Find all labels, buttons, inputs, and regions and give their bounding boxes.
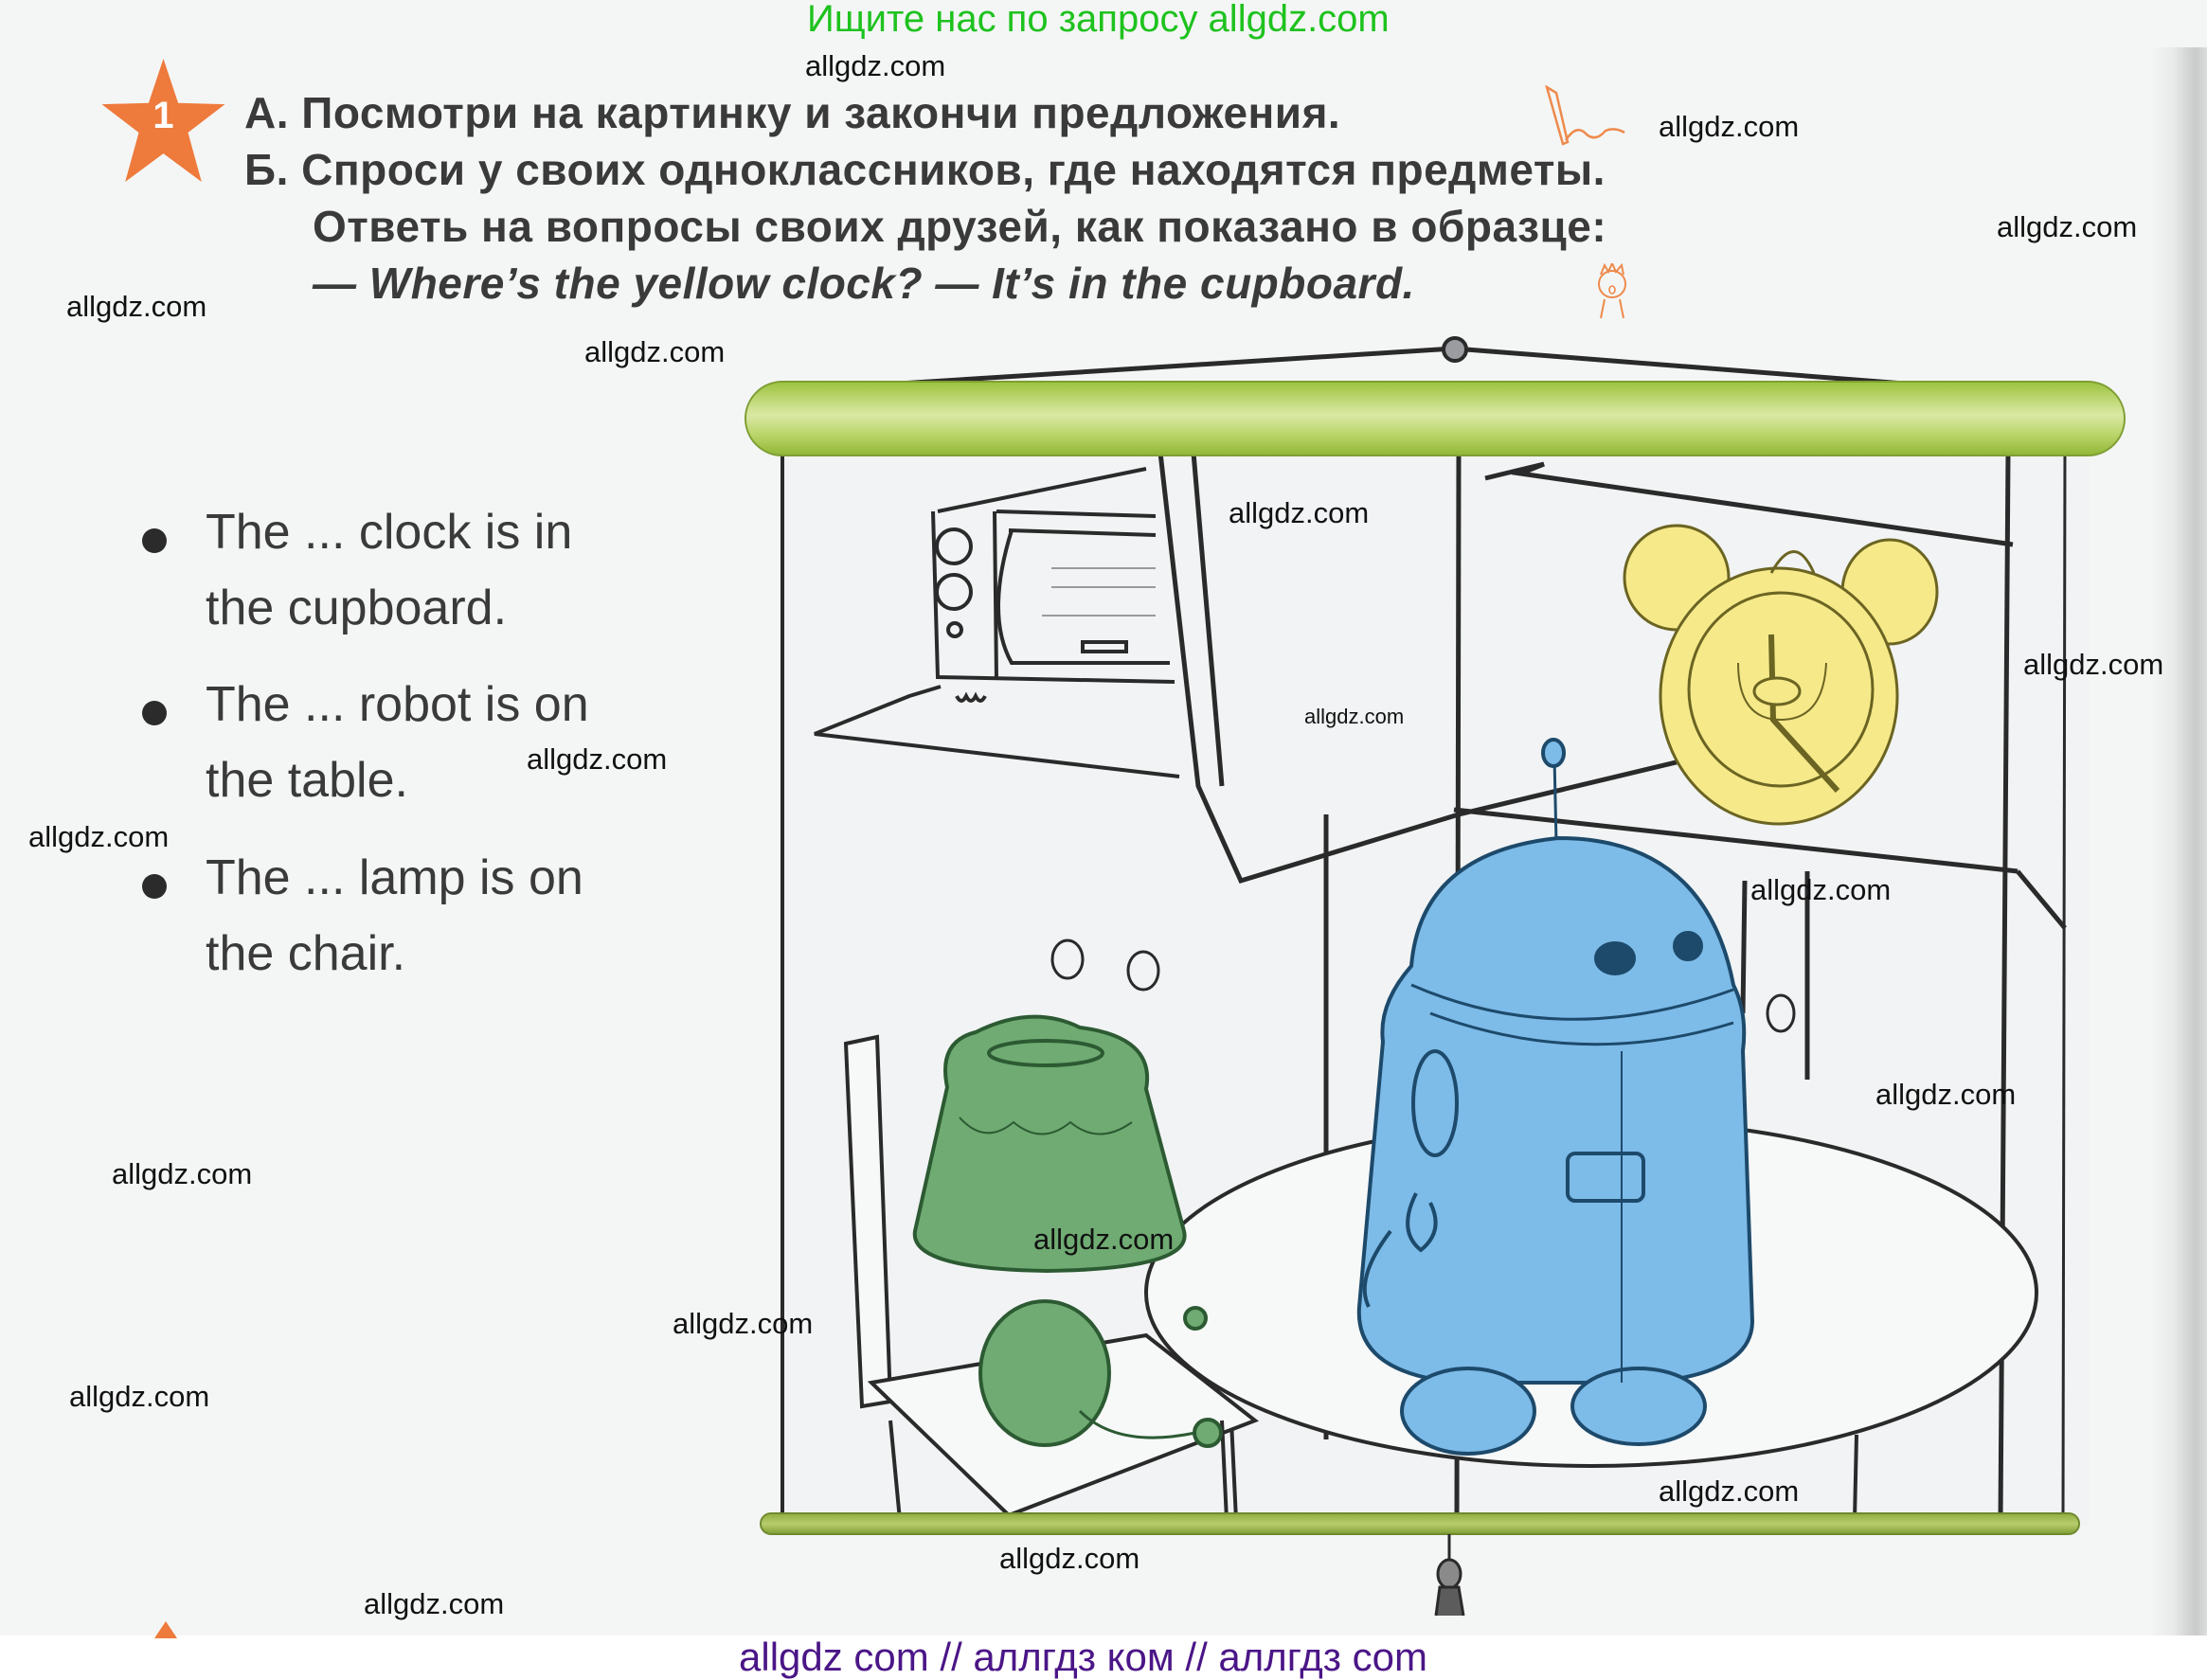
sentence-line-2: the table. [206, 753, 408, 808]
microwave-icon [814, 467, 1180, 778]
watermark-text: allgdz.com [112, 1157, 253, 1190]
sentence-line-1: The ... clock is in [206, 505, 573, 560]
instruction-b-continued: Ответь на вопросы своих друзей, как пока… [313, 202, 1607, 251]
watermark-text: allgdz.com [1033, 1223, 1175, 1256]
page-gutter-shadow [2150, 47, 2207, 1635]
watermark-text: allgdz.com [1997, 210, 2138, 243]
sentence-line-2: the chair. [206, 926, 406, 981]
sentence-line-1: The ... lamp is on [206, 850, 583, 905]
watermark-text: allgdz.com [28, 820, 170, 853]
instruction-a: А. Посмотри на картинку и закончи предло… [244, 88, 1341, 137]
watermark-text: allgdz.com [364, 1587, 505, 1620]
watermark-text: allgdz.com [1304, 705, 1405, 728]
watermark-text: allgdz.com [66, 290, 207, 323]
sentence-line-2: the cupboard. [206, 581, 508, 635]
watermark-text: allgdz.com [584, 335, 726, 368]
cupboard-handles [1050, 938, 1796, 1033]
watermark-text: allgdz.com [2023, 648, 2164, 681]
watermark-text: allgdz.com [673, 1307, 814, 1340]
watermark-text: allgdz.com [999, 1542, 1140, 1575]
bottom-banner-watermark: allgdz com // аллгдз ком // аллгдз com [739, 1635, 1428, 1679]
yellow-alarm-clock [1623, 524, 1939, 826]
example-dialogue: — Where’s the yellow clock? — It’s in th… [313, 259, 1415, 308]
green-lamp [912, 1014, 1223, 1448]
top-roller [745, 381, 2126, 456]
watermark-text: allgdz.com [805, 49, 946, 82]
watermark-text: allgdz.com [1750, 873, 1892, 906]
sentence-line-1: The ... robot is on [206, 677, 589, 732]
top-banner-watermark: Ищите нас по запросу allgdz.com [807, 0, 1390, 40]
watermark-text: allgdz.com [1229, 496, 1370, 529]
bullet-icon [142, 701, 167, 725]
watermark-text: allgdz.com [527, 742, 668, 776]
microwave-window-lines [1042, 567, 1156, 617]
watermark-text: allgdz.com [1875, 1078, 2017, 1111]
watermark-text: allgdz.com [69, 1380, 210, 1413]
bullet-icon [142, 528, 167, 553]
watermark-text: allgdz.com [1659, 1474, 1800, 1508]
pen-writing-icon [1545, 85, 1625, 146]
instruction-b: Б. Спроси у своих одноклассников, где на… [244, 145, 1606, 194]
bullet-icon [142, 874, 167, 899]
watermark-text: allgdz.com [1659, 110, 1800, 143]
next-exercise-marker-icon [154, 1621, 177, 1638]
speaking-child-icon [1598, 263, 1626, 319]
blue-robot [1356, 738, 1755, 1456]
exercise-star-icon [101, 59, 225, 182]
hanger-hook-icon [1442, 336, 1468, 363]
pull-cord-tassel-icon [1434, 1534, 1465, 1617]
bottom-roller [760, 1512, 2080, 1535]
exercise-number: 1 [153, 95, 174, 136]
